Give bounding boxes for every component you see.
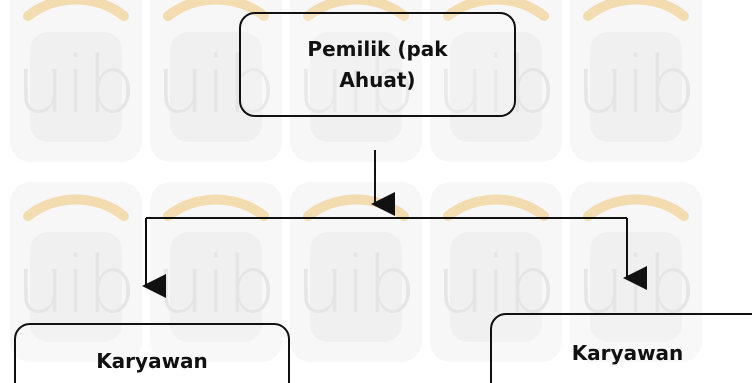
employee-node-left: Karyawan	[14, 323, 290, 383]
owner-node: Pemilik (pak Ahuat)	[239, 12, 516, 117]
employee-node-right: Karyawan	[490, 313, 752, 383]
